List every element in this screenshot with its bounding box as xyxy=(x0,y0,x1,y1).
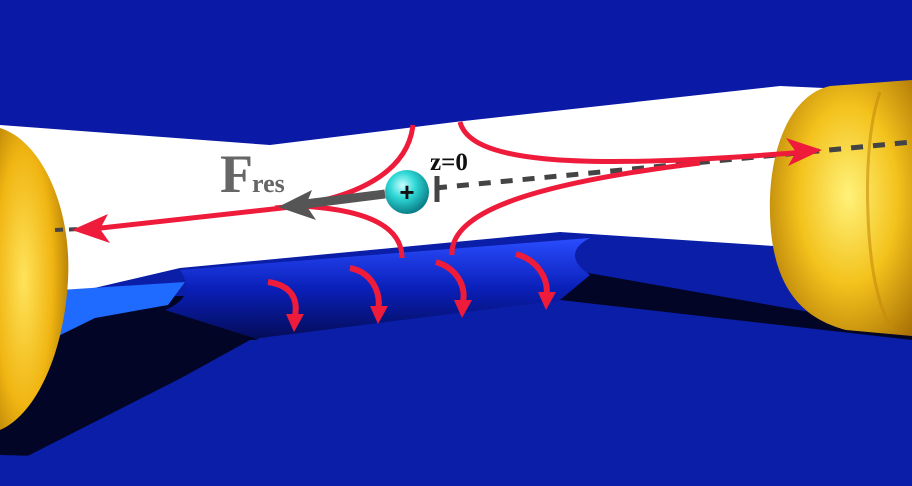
resultant-force-arrow xyxy=(304,189,386,209)
field-line-lower-left xyxy=(299,203,405,259)
groove-arrow-heads xyxy=(286,292,556,332)
groove-face-left xyxy=(40,282,185,345)
z-origin-label: z=0 xyxy=(430,149,468,176)
lower-plate xyxy=(0,300,912,486)
force-label-main: F xyxy=(220,144,253,204)
groove-arrow-head-4 xyxy=(538,292,556,310)
field-line-lower-right xyxy=(449,160,701,256)
groove-arrow-head-3 xyxy=(454,300,472,318)
arrowhead-right xyxy=(786,138,822,166)
groove-arrow-head-2 xyxy=(370,306,388,324)
ion-charge-sign: + xyxy=(399,177,414,207)
groove-arrow-head-1 xyxy=(286,314,304,332)
left-endcap xyxy=(0,128,69,430)
field-line-upper-right xyxy=(457,121,806,165)
arrowhead-left xyxy=(72,214,110,243)
top-electrode xyxy=(0,0,912,145)
right-endcap-rim xyxy=(866,91,894,331)
trap-axis-right xyxy=(434,139,912,191)
force-label-sub: res xyxy=(252,169,285,198)
force-arrow-left-long xyxy=(91,203,301,232)
positive-ion-icon xyxy=(385,170,429,214)
resultant-force-head xyxy=(278,190,316,220)
